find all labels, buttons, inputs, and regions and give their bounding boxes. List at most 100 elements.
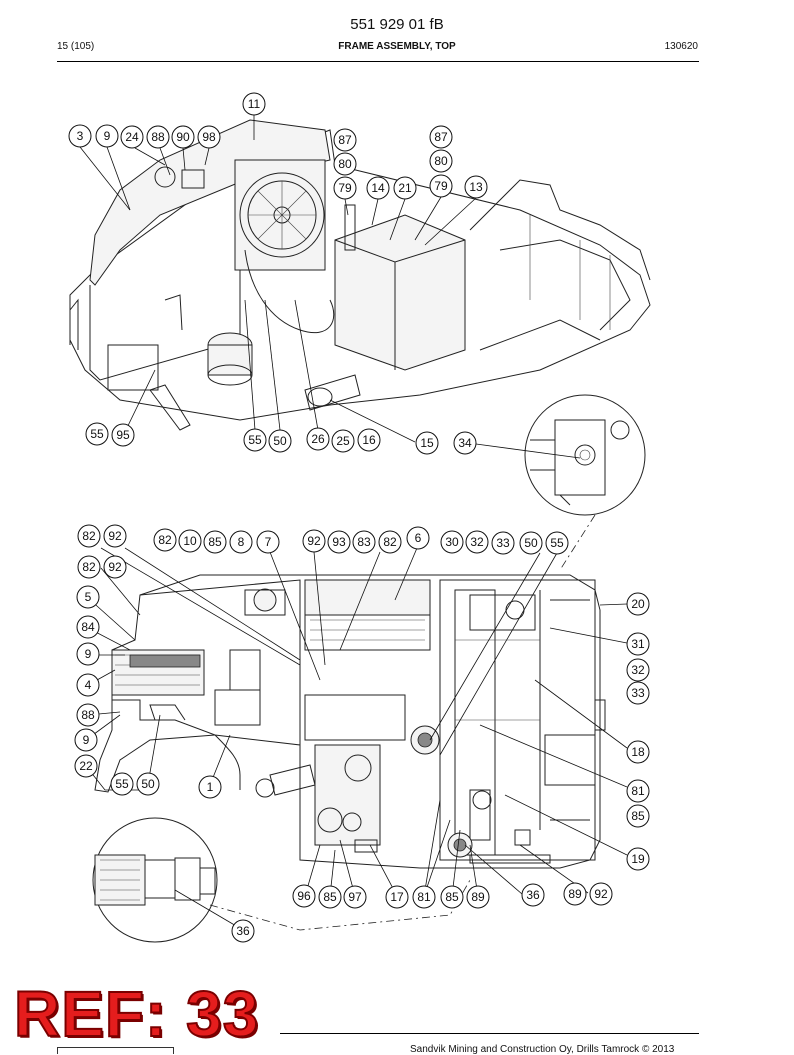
callout-balloon: 90 [171,125,195,149]
svg-text:25: 25 [336,434,350,448]
svg-text:85: 85 [208,535,222,549]
callout-balloon: 8 [229,530,253,554]
svg-text:55: 55 [550,536,564,550]
callout-balloon: 15 [415,431,439,455]
svg-text:10: 10 [183,534,197,548]
svg-text:50: 50 [273,434,287,448]
svg-text:83: 83 [357,535,371,549]
callout-balloon: 89 [563,882,587,906]
callout-balloon: 81 [412,885,436,909]
leader-lines [79,115,628,931]
svg-text:93: 93 [332,535,346,549]
callout-balloon: 21 [393,176,417,200]
svg-text:18: 18 [631,745,645,759]
callout-balloon: 14 [366,176,390,200]
callout-balloon: 82 [153,528,177,552]
callout-balloon: 80 [333,152,357,176]
svg-text:22: 22 [79,759,93,773]
svg-text:9: 9 [83,733,90,747]
brand-logo [57,1047,174,1054]
svg-text:80: 80 [434,154,448,168]
svg-text:92: 92 [108,529,122,543]
svg-text:5: 5 [85,590,92,604]
svg-text:9: 9 [104,129,111,143]
svg-text:79: 79 [338,181,352,195]
callout-balloon: 92 [103,524,127,548]
isometric-view [69,119,651,571]
callout-balloon: 85 [626,804,650,828]
callout-balloon: 83 [352,530,376,554]
svg-text:19: 19 [631,852,645,866]
callout-balloon: 92 [302,529,326,553]
callout-balloon: 1 [198,775,222,799]
callout-balloon: 82 [77,524,101,548]
callout-balloon: 17 [385,885,409,909]
callout-balloon: 24 [120,125,144,149]
callout-balloon: 92 [589,882,613,906]
callout-balloon: 80 [429,149,453,173]
svg-text:96: 96 [297,889,311,903]
callout-balloon: 33 [626,681,650,705]
svg-text:15: 15 [420,436,434,450]
callout-balloon: 34 [453,431,477,455]
svg-text:32: 32 [631,663,645,677]
callout-balloon: 79 [429,174,453,198]
header-divider [57,61,699,62]
svg-text:80: 80 [338,157,352,171]
callout-balloon: 87 [333,128,357,152]
svg-text:88: 88 [151,130,165,144]
callout-balloon: 50 [268,429,292,453]
callout-balloon: 85 [440,885,464,909]
callout-balloon: 4 [76,673,100,697]
svg-text:33: 33 [631,686,645,700]
callout-balloon: 19 [626,847,650,871]
svg-text:85: 85 [631,809,645,823]
callouts-plan-view: 82 92 82 10 85 8 7 92 93 83 82 6 30 32 3… [74,524,650,943]
date-code: 130620 [664,41,698,52]
callout-balloon: 33 [491,531,515,555]
svg-text:85: 85 [445,890,459,904]
svg-text:36: 36 [236,924,250,938]
svg-text:21: 21 [398,181,412,195]
callout-balloon: 25 [331,429,355,453]
callout-balloon: 95 [111,423,135,447]
svg-text:82: 82 [383,535,397,549]
svg-text:30: 30 [445,535,459,549]
svg-text:9: 9 [85,647,92,661]
svg-text:3: 3 [77,129,84,143]
callout-balloon: 36 [521,883,545,907]
svg-text:50: 50 [524,536,538,550]
callout-balloon: 9 [76,642,100,666]
callout-balloon: 55 [85,422,109,446]
svg-text:81: 81 [417,890,431,904]
svg-text:33: 33 [496,536,510,550]
svg-text:82: 82 [82,560,96,574]
callout-balloon: 20 [626,592,650,616]
svg-text:14: 14 [371,181,385,195]
svg-text:92: 92 [594,887,608,901]
svg-text:89: 89 [471,890,485,904]
svg-text:82: 82 [158,533,172,547]
callout-balloon: 85 [318,885,342,909]
svg-text:7: 7 [265,535,272,549]
svg-text:31: 31 [631,637,645,651]
svg-text:8: 8 [238,535,245,549]
page-number: 15 (105) [57,41,95,52]
callout-balloon: 81 [626,779,650,803]
callout-balloon: 32 [626,658,650,682]
callout-balloon: 13 [464,175,488,199]
svg-text:89: 89 [568,887,582,901]
callout-balloon: 32 [465,530,489,554]
callout-balloon: 30 [440,530,464,554]
svg-text:26: 26 [311,432,325,446]
svg-text:55: 55 [90,427,104,441]
callout-balloon: 10 [178,529,202,553]
section-title: FRAME ASSEMBLY, TOP [338,41,456,52]
svg-text:85: 85 [323,890,337,904]
callout-balloon: 88 [76,703,100,727]
svg-text:16: 16 [362,433,376,447]
callout-balloon: 36 [231,919,255,943]
svg-text:24: 24 [125,130,139,144]
callout-balloon: 31 [626,632,650,656]
